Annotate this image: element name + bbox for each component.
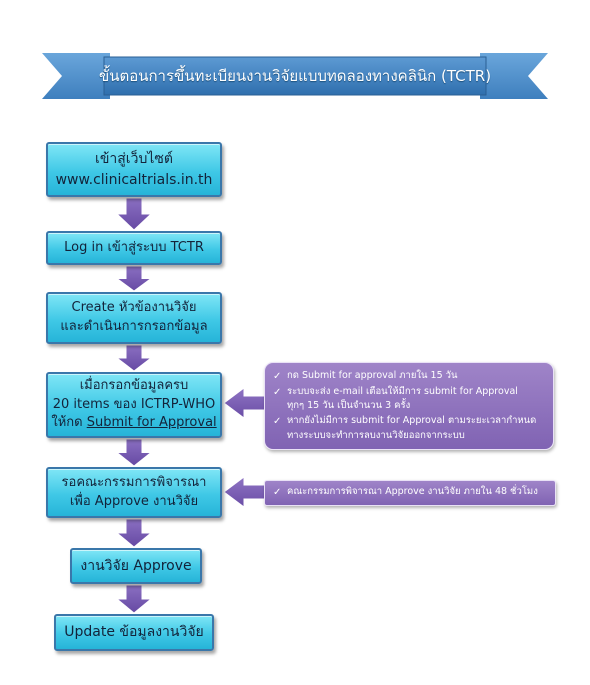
page-title: ขั้นตอนการขึ้นทะเบียนงานวิจัยแบบทดลองทาง… xyxy=(98,67,492,85)
step-create-line-1: Create หัวข้องานวิจัย xyxy=(71,300,197,316)
step-login-line-1: Log in เข้าสู่ระบบ TCTR xyxy=(64,239,204,255)
note-1-item-3: ✓ หากยังไม่มีการ submit for Approval ตาม… xyxy=(273,414,545,443)
step-submit: เมื่อกรอกข้อมูลครบ 20 items ของ ICTRP-WH… xyxy=(46,372,222,438)
note-1-item-2-line-1: ระบบจะส่ง e-mail เตือนให้มีการ submit fo… xyxy=(287,385,518,397)
arrow-down-4 xyxy=(115,438,153,467)
arrow-left-note-1 xyxy=(223,387,269,419)
checkmark-icon: ✓ xyxy=(273,386,282,398)
step-submit-line-1: เมื่อกรอกข้อมูลครบ xyxy=(79,377,189,393)
step-visit-website-line-1: เข้าสู่เว็บไซต์ xyxy=(95,151,173,168)
note-1-item-1: ✓ กด Submit for approval ภายใน 15 วัน xyxy=(273,369,545,385)
step-visit-website-line-2: www.clinicaltrials.in.th xyxy=(55,171,213,188)
arrow-down-2 xyxy=(115,265,153,292)
banner-tail-right xyxy=(480,53,548,99)
note-approval-time: ✓ คณะกรรมการพิจารณา Approve งานวิจัย ภาย… xyxy=(264,480,556,506)
checkmark-icon: ✓ xyxy=(273,371,282,382)
step-submit-prefix: ให้กด xyxy=(51,415,87,431)
step-login: Log in เข้าสู่ระบบ TCTR xyxy=(46,231,222,265)
checkmark-icon: ✓ xyxy=(273,415,282,427)
step-create-record: Create หัวข้องานวิจัย และดำเนินการกรอกข้… xyxy=(46,292,222,344)
note-1-item-2: ✓ ระบบจะส่ง e-mail เตือนให้มีการ submit … xyxy=(273,385,545,414)
note-1-item-1-line-1: กด Submit for approval ภายใน 15 วัน xyxy=(287,370,458,381)
arrow-down-6 xyxy=(115,584,153,614)
note-1-item-3-line-2: ทางระบบจะทำการลบงานวิจัยออกจากระบบ xyxy=(287,429,465,441)
step-submit-line-2: 20 items ของ ICTRP-WHO xyxy=(52,396,216,412)
banner-center xyxy=(103,56,487,96)
step-await-line-1: รอคณะกรรมการพิจารณา xyxy=(61,474,207,490)
arrow-left-note-2 xyxy=(223,476,269,508)
note-2-item-1: ✓ คณะกรรมการพิจารณา Approve งานวิจัย ภาย… xyxy=(273,485,547,501)
note-submit-rules: ✓ กด Submit for approval ภายใน 15 วัน ✓ … xyxy=(264,362,554,450)
step-create-line-2: และดำเนินการกรอกข้อมูล xyxy=(60,319,208,334)
step-update-line-1: Update ข้อมูลงานวิจัย xyxy=(64,624,204,641)
step-await-line-2: เพื่อ Approve งานวิจัย xyxy=(69,493,199,509)
note-1-item-3-line-1: หากยังไม่มีการ submit for Approval ตามระ… xyxy=(287,414,537,426)
note-2-item-1-line-1: คณะกรรมการพิจารณา Approve งานวิจัย ภายใน… xyxy=(287,486,538,497)
step-approved-line-1: งานวิจัย Approve xyxy=(80,557,192,574)
step-visit-website: เข้าสู่เว็บไซต์ www.clinicaltrials.in.th xyxy=(46,142,222,197)
arrow-down-5 xyxy=(115,518,153,548)
step-update: Update ข้อมูลงานวิจัย xyxy=(54,614,214,651)
banner-tail-left xyxy=(42,53,110,99)
step-submit-line-3: ให้กด Submit for Approval xyxy=(51,414,216,433)
arrow-down-3 xyxy=(115,344,153,372)
arrow-down-1 xyxy=(115,197,153,231)
step-submit-underline: Submit for Approval xyxy=(86,415,217,431)
step-await-approval: รอคณะกรรมการพิจารณา เพื่อ Approve งานวิจ… xyxy=(46,467,222,518)
checkmark-icon: ✓ xyxy=(273,487,282,498)
step-approved: งานวิจัย Approve xyxy=(70,548,202,584)
note-1-item-2-line-2: ทุกๆ 15 วัน เป็นจำนวน 3 ครั้ง xyxy=(287,400,411,412)
